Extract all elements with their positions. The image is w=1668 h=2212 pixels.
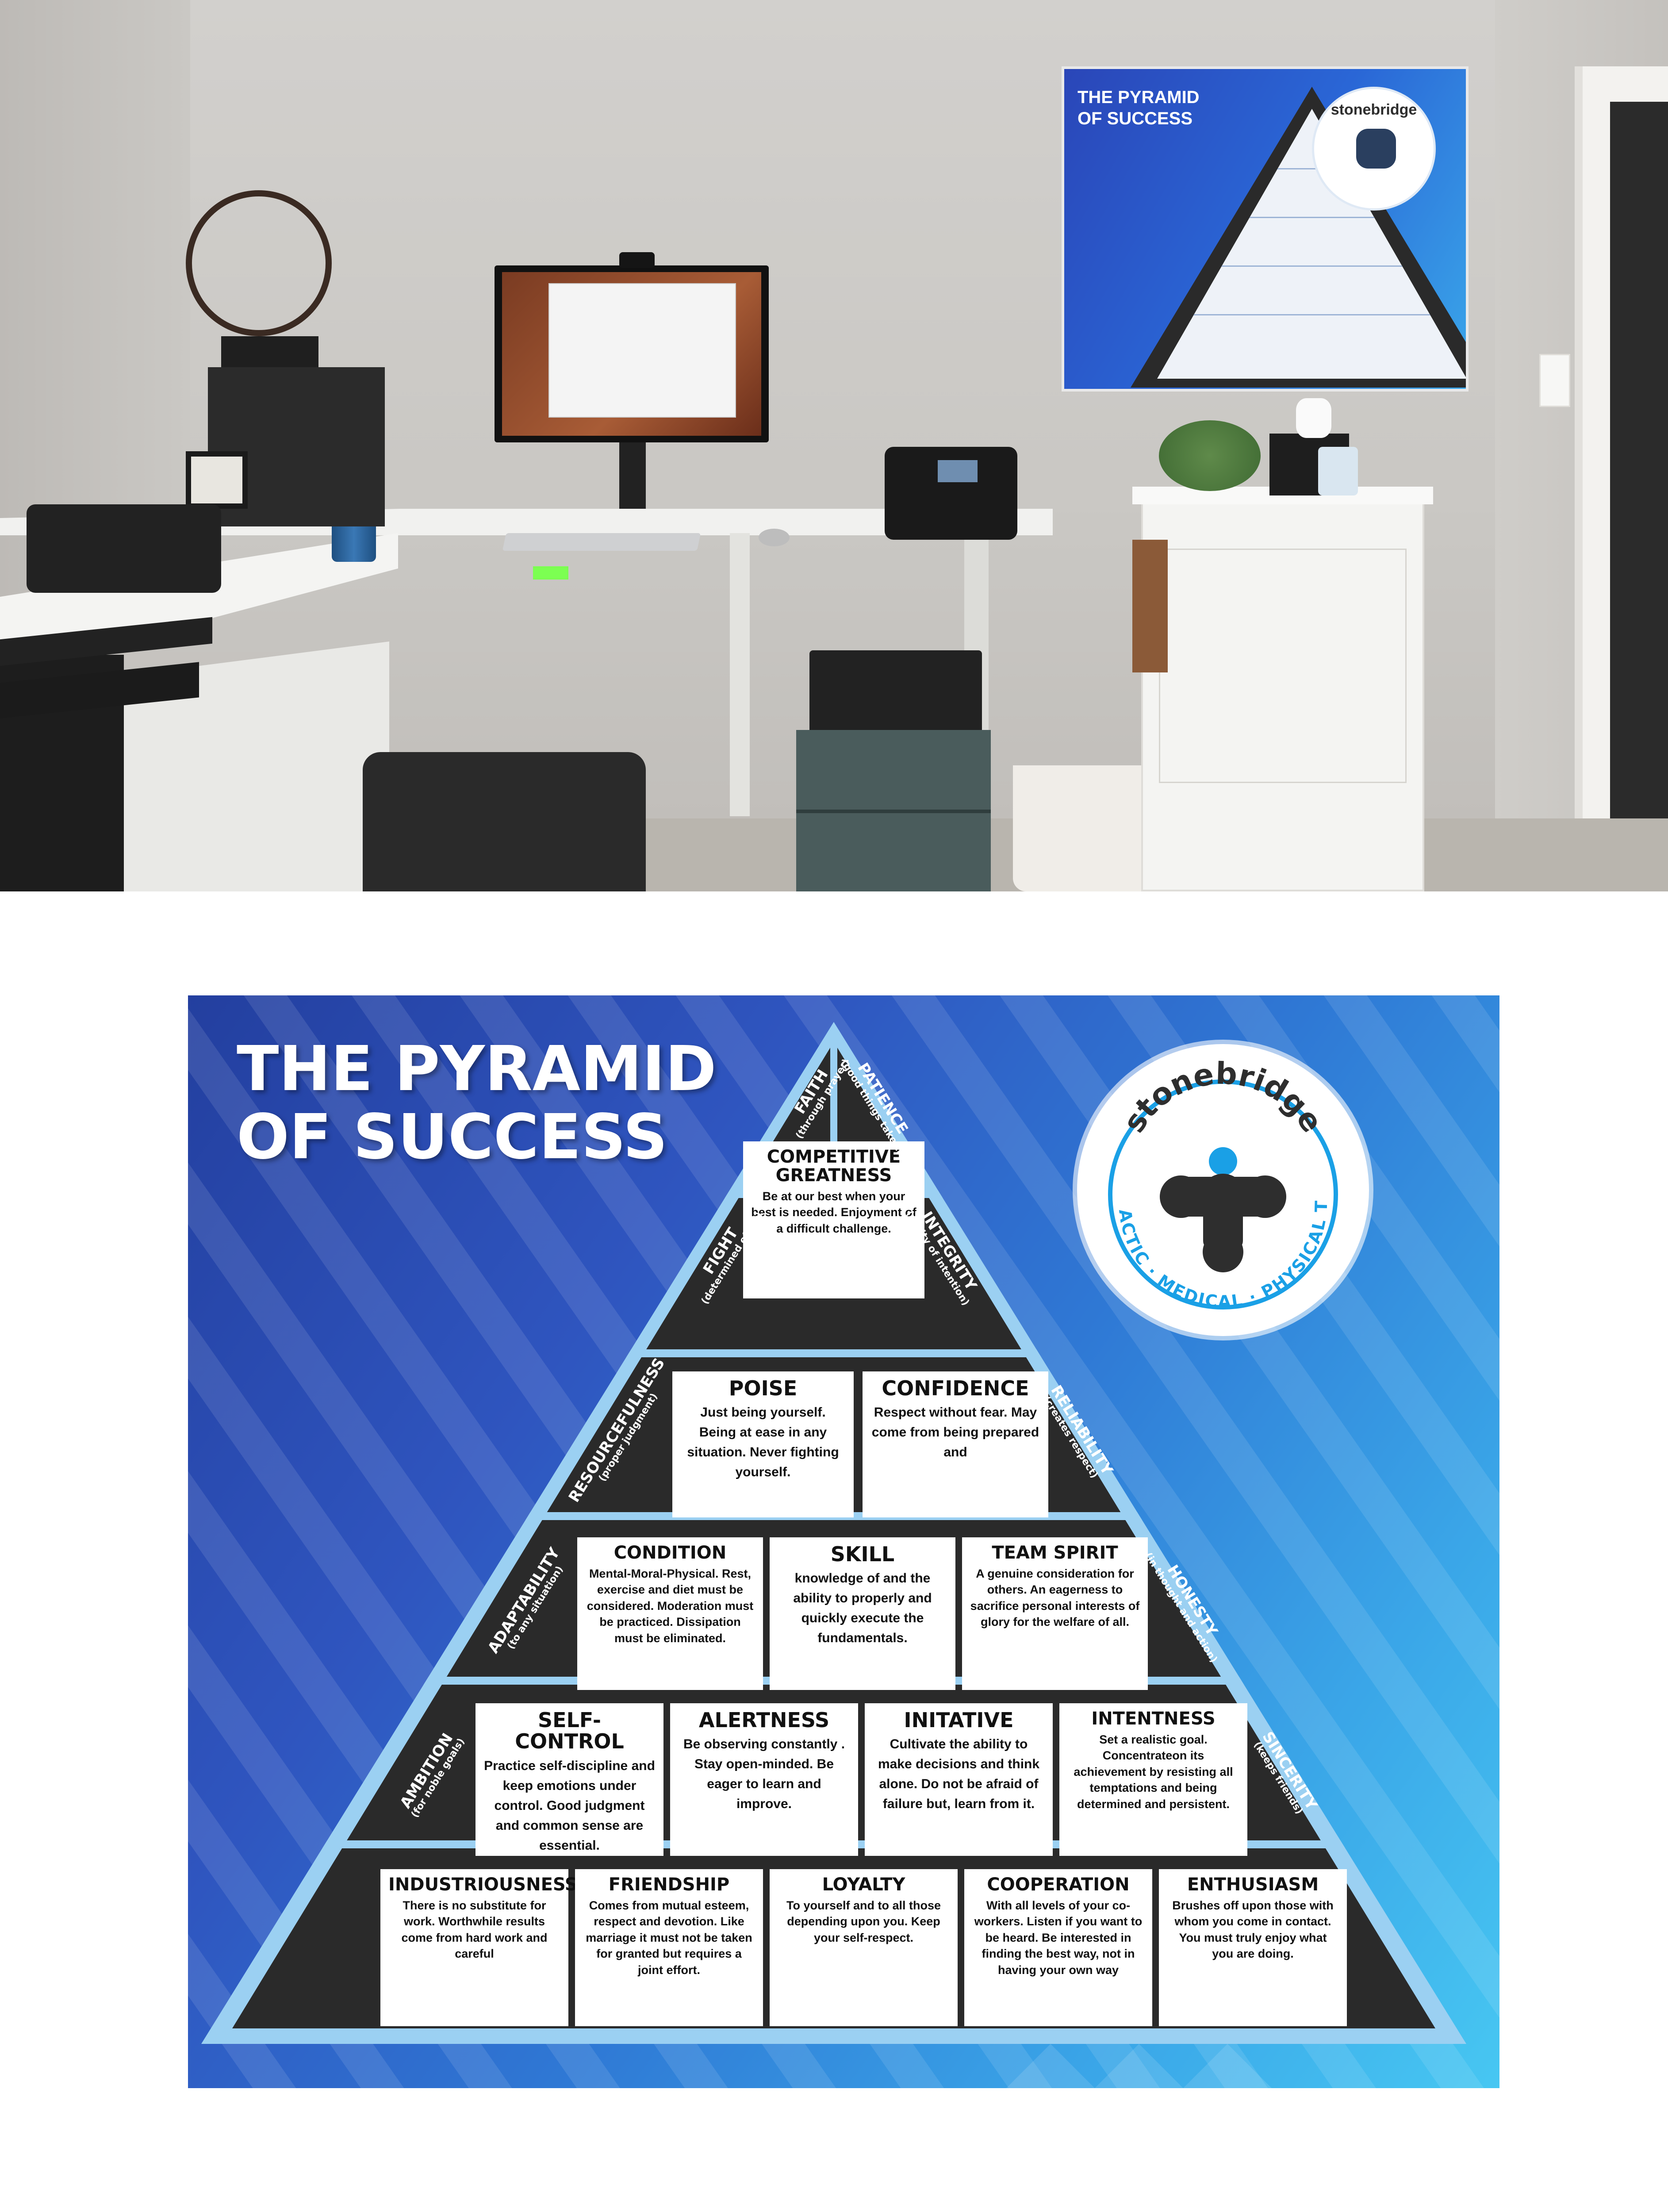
block-text: Mental-Moral-Physical. Rest, exercise an…: [587, 1567, 754, 1645]
block-text: knowledge of and the ability to properly…: [793, 1571, 932, 1646]
logo-graphic: stonebridge CHIROPRACTIC · MEDICAL · PHY…: [1077, 1044, 1338, 1311]
block-enthusiasm: ENTHUSIASM Brushes off upon those with w…: [1159, 1869, 1347, 2026]
wicker-basket: [1132, 540, 1168, 672]
block-text: Brushes off upon those with whom you com…: [1172, 1899, 1334, 1961]
logo-brand-text: stonebridge: [1116, 1056, 1329, 1139]
monitor-stand: [619, 442, 646, 509]
block-title: CONDITION: [614, 1543, 727, 1563]
block-title: COOPERATION: [987, 1874, 1130, 1895]
block-industriousness: INDUSTRIOUSNESS There is no substitute f…: [380, 1869, 578, 2026]
block-title: LOYALTY: [822, 1874, 905, 1895]
poster-bottom-pattern: [1183, 2044, 1272, 2088]
block-title: INITATIVE: [904, 1708, 1014, 1732]
block-text: Comes from mutual esteem, respect and de…: [586, 1899, 752, 1977]
scanner: [27, 504, 221, 593]
block-text: Be at our best when your best is needed.…: [751, 1190, 916, 1235]
block-title: INDUSTRIOUSNESS: [388, 1874, 578, 1895]
block-text: Respect without fear. May come from bein…: [871, 1405, 1039, 1460]
poster-title-line1: THE PYRAMID: [237, 1033, 717, 1105]
poster-title: THE PYRAMID OF SUCCESS: [237, 1035, 767, 1171]
block-condition: CONDITION Mental-Moral-Physical. Rest, e…: [577, 1537, 763, 1690]
block-text: Cultivate the ability to make decisions …: [878, 1737, 1040, 1812]
block-text: Be observing constantly . Stay open-mind…: [683, 1737, 845, 1812]
plant: [1159, 420, 1261, 491]
block-text: A genuine consideration for others. An e…: [970, 1567, 1140, 1629]
wall-poster-logo: stonebridge: [1312, 87, 1436, 211]
block-skill: SKILL knowledge of and the ability to pr…: [770, 1537, 955, 1690]
desk-phone-screen: [938, 460, 978, 482]
pyramid-poster: THE PYRAMID OF SUCCESS stonebridge CHIRO…: [188, 995, 1499, 2088]
block-cooperation: COOPERATION With all levels of your co-w…: [964, 1869, 1152, 2026]
block-text: Just being yourself. Being at ease in an…: [687, 1405, 839, 1480]
block-title: FRIENDSHIP: [608, 1874, 730, 1895]
stonebridge-logo: stonebridge CHIROPRACTIC · MEDICAL · PHY…: [1077, 1044, 1369, 1336]
drawer-divider: [796, 810, 991, 813]
doorway: [1610, 102, 1668, 891]
block-text: Set a realistic goal. Concentrateon its …: [1074, 1733, 1233, 1811]
block-title: TEAM SPIRIT: [992, 1543, 1118, 1563]
wall-poster-brand: stonebridge: [1331, 101, 1417, 118]
wastebasket: [1013, 765, 1154, 891]
logo-dot-icon: [1209, 1147, 1237, 1175]
poster-bottom-pattern: [1006, 2044, 1095, 2088]
desk-leg: [730, 533, 750, 816]
block-text: Practice self-discipline and keep emotio…: [484, 1758, 655, 1853]
tissue: [1296, 398, 1331, 438]
block-title: CONFIDENCE: [882, 1376, 1029, 1400]
block-friendship: FRIENDSHIP Comes from mutual esteem, res…: [575, 1869, 763, 2026]
monitor-app-window: [548, 283, 736, 418]
sticky-note: [533, 566, 568, 580]
block-self-control: SELF-CONTROL Practice self-discipline an…: [475, 1703, 663, 1856]
computer-box: [809, 650, 982, 739]
wall-poster-title-line2: OF SUCCESS: [1077, 109, 1193, 128]
wall-poster-logo-mark-icon: [1356, 129, 1396, 169]
block-title: COMPETITIVE GREATNESS: [767, 1147, 901, 1186]
wall-poster-title: THE PYRAMID OF SUCCESS: [1077, 87, 1254, 129]
logo-ring: [1108, 1079, 1338, 1310]
block-poise: POISE Just being yourself. Being at ease…: [672, 1371, 854, 1517]
office-photo: THE PYRAMID OF SUCCESS stonebridge: [0, 0, 1668, 891]
webcam-icon: [619, 252, 655, 268]
logo-mark-icon: [1160, 1174, 1286, 1272]
block-title: POISE: [729, 1376, 798, 1400]
block-text: To yourself and to all those depending u…: [786, 1899, 941, 1944]
block-competitive-greatness: COMPETITIVE GREATNESS Be at our best whe…: [743, 1141, 924, 1298]
block-title: ENTHUSIASM: [1187, 1874, 1319, 1895]
mouse: [759, 529, 790, 546]
wall-poster: THE PYRAMID OF SUCCESS stonebridge: [1062, 66, 1469, 392]
block-text: There is no substitute for work. Worthwh…: [401, 1899, 548, 1961]
pyramid-band: [201, 1349, 1466, 1357]
block-loyalty: LOYALTY To yourself and to all those dep…: [770, 1869, 958, 2026]
block-text: With all levels of your co-workers. List…: [974, 1899, 1143, 1977]
shredder: [363, 752, 646, 891]
keyboard: [502, 533, 701, 551]
block-title: ALERTNESS: [698, 1708, 830, 1732]
block-initative: INITATIVE Cultivate the ability to make …: [865, 1703, 1053, 1856]
light-switch: [1539, 354, 1570, 407]
block-confidence: CONFIDENCE Respect without fear. May com…: [863, 1371, 1048, 1517]
block-team-spirit: TEAM SPIRIT A genuine consideration for …: [962, 1537, 1148, 1690]
block-title: SKILL: [830, 1542, 895, 1566]
poster-title-line2: OF SUCCESS: [237, 1101, 668, 1173]
photo-frame: [186, 451, 248, 509]
poster-bottom-pattern: [1095, 2044, 1183, 2088]
wall-poster-title-line1: THE PYRAMID: [1077, 88, 1200, 107]
block-alertness: ALERTNESS Be observing constantly . Stay…: [670, 1703, 858, 1856]
white-cabinet-door: [1159, 549, 1407, 783]
block-title: SELF-CONTROL: [515, 1708, 624, 1754]
block-title: INTENTNESS: [1091, 1709, 1216, 1729]
block-intentness: INTENTNESS Set a realistic goal. Concent…: [1059, 1703, 1247, 1856]
hand-sanitizer: [1318, 447, 1358, 495]
sphere-sculpture: [186, 190, 332, 336]
